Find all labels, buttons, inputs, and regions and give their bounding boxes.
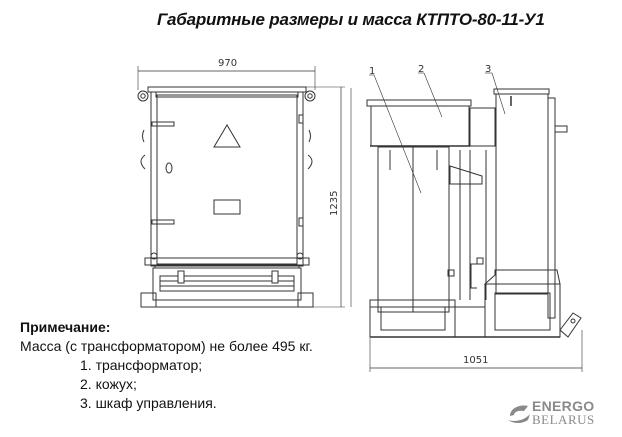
notes-header: Примечание: (20, 319, 111, 335)
dim-1235: 1235 (329, 191, 340, 216)
front-view: 970 (137, 58, 345, 308)
dim-970: 970 (218, 58, 237, 69)
logo-text: ENERGO BELARUS (532, 398, 595, 427)
callout-1: 1 (369, 66, 375, 77)
legend-item-control-cabinet: 3. шкаф управления. (80, 395, 217, 411)
page-title: Габаритные размеры и масса КТПТО-80-11-У… (157, 10, 545, 29)
logo-line1: ENERGO (532, 398, 595, 414)
legend-list: 1. трансформатор; 2. кожух; 3. шкаф упра… (20, 356, 313, 413)
dim-1051: 1051 (463, 355, 488, 366)
callout-2: 2 (418, 64, 424, 75)
legend-item-transformer: 1. трансформатор; (80, 357, 203, 373)
energo-belarus-logo: ENERGO BELARUS (506, 398, 595, 427)
legend-item-cover: 2. кожух; (80, 376, 137, 392)
logo-line2: BELARUS (532, 412, 595, 427)
side-view: 1 2 3 (350, 64, 583, 372)
callout-3: 3 (485, 64, 491, 75)
logo-swoosh-icon (508, 405, 530, 423)
notes-block: Примечание: Масса (с трансформатором) не… (20, 318, 313, 413)
mass-note: Масса (с трансформатором) не более 495 к… (20, 338, 313, 354)
